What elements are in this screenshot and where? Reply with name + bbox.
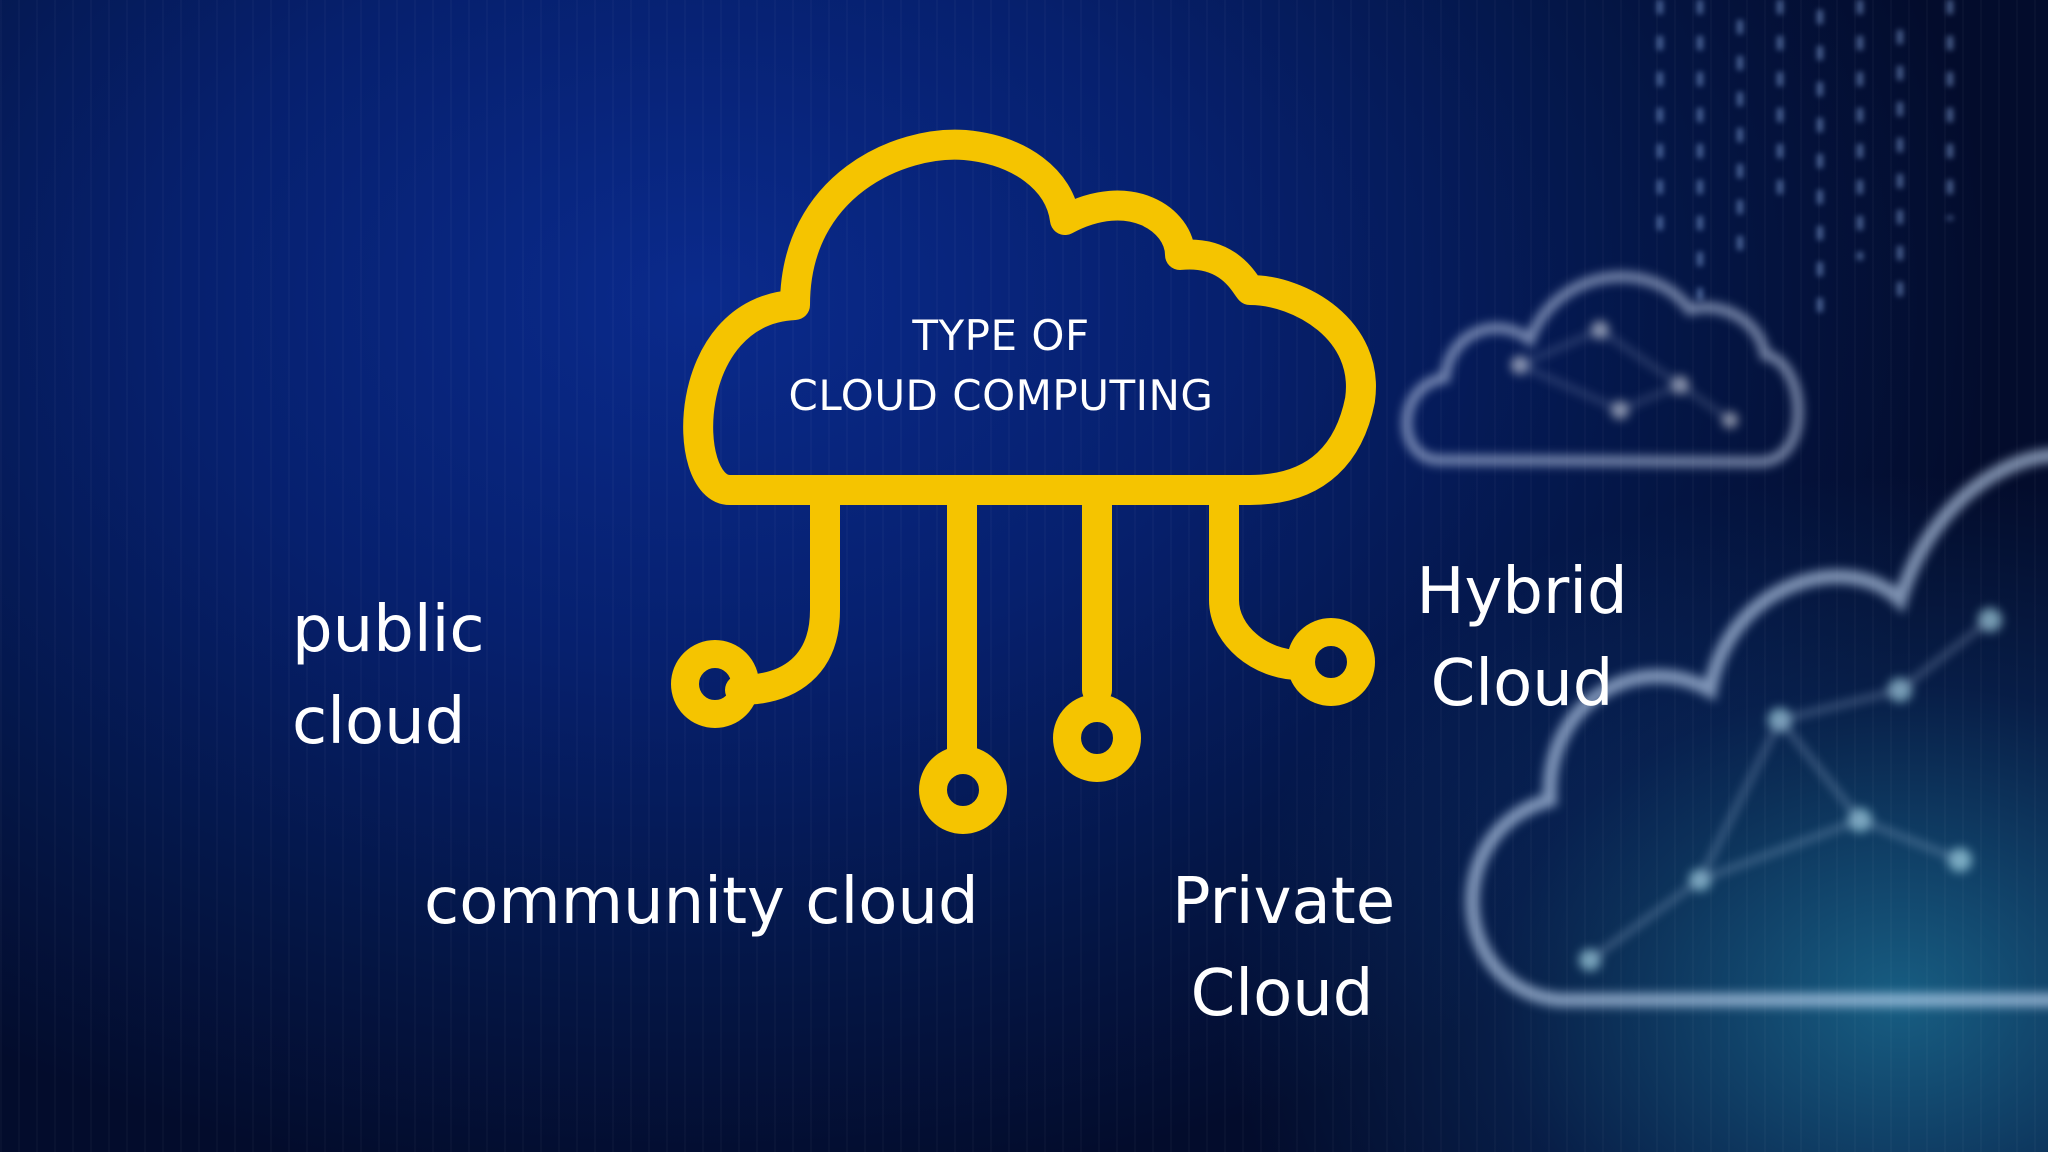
label-line: Hybrid <box>1416 555 1628 629</box>
title-line: TYPE OF <box>912 311 1090 360</box>
cloud-outline <box>683 129 1376 505</box>
node-community <box>919 746 1007 834</box>
diagram-title: TYPE OF CLOUD COMPUTING <box>760 306 1242 426</box>
node-public <box>671 640 759 728</box>
cloud-circuit-icon <box>1401 271 1804 468</box>
node-hybrid <box>1287 618 1375 706</box>
label-line: public <box>292 593 485 667</box>
hybrid-cloud-label: Hybrid Cloud <box>1412 546 1632 730</box>
cloud-circuit-icon <box>1465 448 2048 1007</box>
label-line: Private <box>1172 865 1396 939</box>
data-streaks-decoration <box>1657 0 1953 330</box>
label-line: community cloud <box>424 865 979 939</box>
private-cloud-label: Private Cloud <box>1172 856 1396 1040</box>
label-line: cloud <box>292 685 466 759</box>
connector-hybrid <box>1209 490 1315 680</box>
title-line: CLOUD COMPUTING <box>788 371 1214 420</box>
community-cloud-label: community cloud <box>424 860 979 944</box>
label-line: Cloud <box>1190 957 1374 1031</box>
public-cloud-label: public cloud <box>292 584 485 768</box>
label-line: Cloud <box>1430 647 1614 721</box>
node-private <box>1053 694 1141 782</box>
